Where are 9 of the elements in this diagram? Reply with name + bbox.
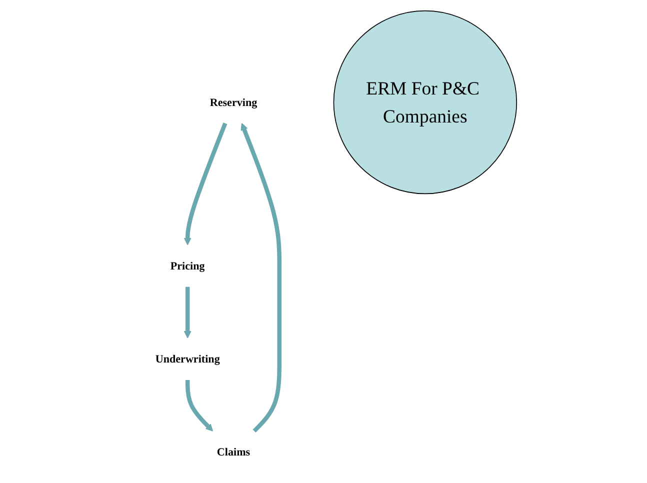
node-text: Reserving bbox=[210, 95, 258, 108]
arrow bbox=[241, 122, 282, 432]
node-text: Pricing bbox=[170, 258, 206, 272]
arrow bbox=[184, 122, 228, 245]
node-text: Underwriting bbox=[156, 352, 220, 365]
node-text: Claims bbox=[217, 445, 250, 458]
arrow bbox=[184, 286, 192, 338]
arrow bbox=[186, 380, 214, 431]
node-circle: ERM For P&C Companies bbox=[334, 10, 518, 194]
